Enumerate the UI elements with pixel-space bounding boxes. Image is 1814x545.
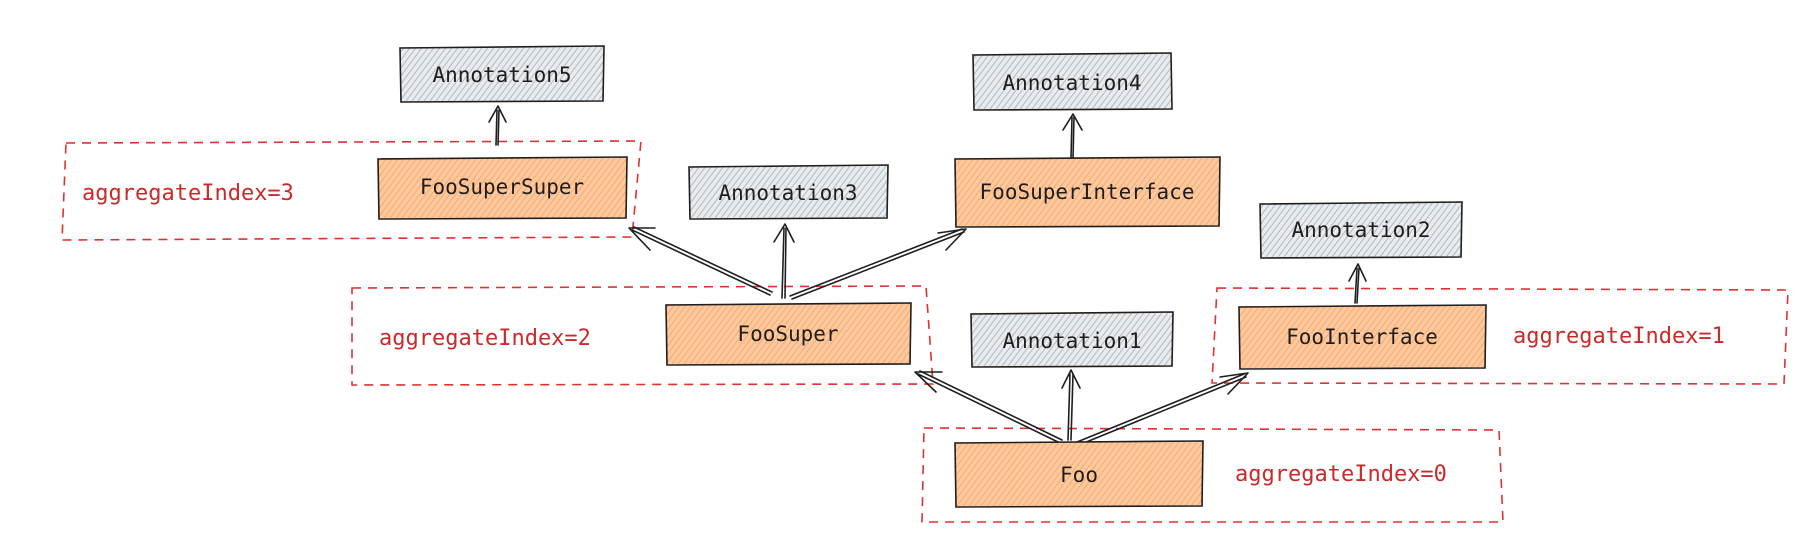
aggregate-index-0-label: aggregateIndex=0 — [1235, 462, 1447, 487]
foo-super-interface-label: FooSuperInterface — [980, 180, 1195, 204]
edge-foosupersuper-to-annotation5 — [488, 105, 507, 146]
aggregate-group-1 — [1211, 287, 1789, 385]
annotation4-node: Annotation4 — [972, 52, 1173, 111]
edge-foosuper-to-foosuperinterface — [789, 228, 967, 300]
foo-super-super-node: FooSuperSuper — [377, 156, 628, 220]
annotation3-label: Annotation3 — [718, 181, 857, 205]
annotation3-node: Annotation3 — [688, 164, 889, 220]
annotation4-label: Annotation4 — [1002, 71, 1141, 95]
foo-interface-node: FooInterface — [1238, 304, 1487, 370]
foo-super-super-label: FooSuperSuper — [420, 175, 584, 199]
annotation2-node: Annotation2 — [1259, 201, 1463, 259]
aggregate-index-1-label: aggregateIndex=1 — [1513, 324, 1725, 349]
foo-node: Foo — [954, 440, 1204, 508]
annotation5-node: Annotation5 — [399, 45, 605, 103]
annotation1-label: Annotation1 — [1002, 329, 1141, 353]
foo-super-node: FooSuper — [665, 302, 912, 366]
edge-foosuper-to-annotation3 — [773, 223, 795, 299]
edge-foosuper-to-foosupersuper — [628, 226, 773, 296]
edge-foointerface-to-annotation2 — [1348, 263, 1367, 304]
aggregate-index-2-label: aggregateIndex=2 — [379, 326, 591, 351]
foo-super-label: FooSuper — [737, 322, 838, 346]
aggregate-index-3-label: aggregateIndex=3 — [82, 181, 294, 206]
foo-label: Foo — [1060, 463, 1098, 487]
annotation5-label: Annotation5 — [432, 63, 571, 87]
edge-foo-to-foosuper — [914, 370, 1063, 444]
aggregate-group-2 — [351, 285, 934, 386]
edge-foosuperinterface-to-annotation4 — [1062, 113, 1083, 159]
edge-foo-to-annotation1 — [1061, 369, 1081, 441]
foo-super-interface-node: FooSuperInterface — [954, 156, 1221, 228]
annotation1-node: Annotation1 — [970, 311, 1174, 368]
annotation2-label: Annotation2 — [1291, 218, 1430, 242]
foo-interface-label: FooInterface — [1286, 325, 1438, 349]
edge-foo-to-foointerface — [1076, 372, 1249, 446]
